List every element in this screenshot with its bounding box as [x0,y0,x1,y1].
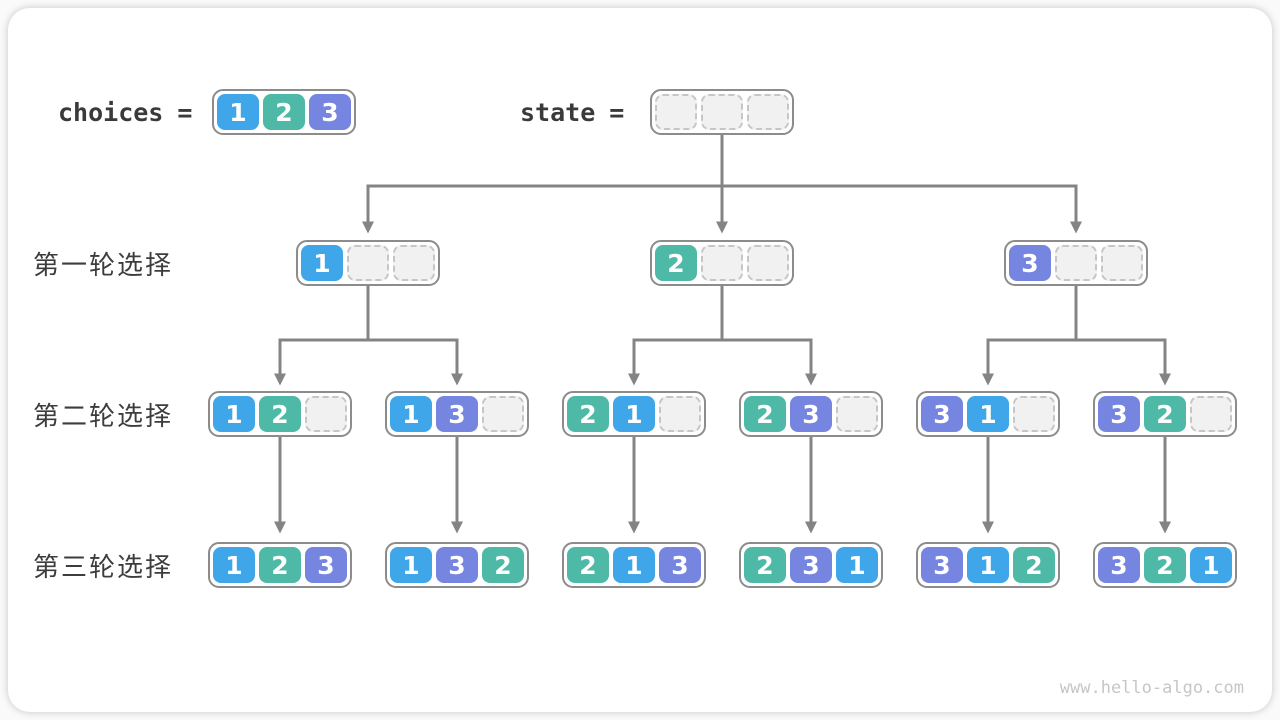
value-slot: 1 [613,396,655,432]
value-slot: 1 [613,547,655,583]
value-slot: 3 [1098,547,1140,583]
value-slot: 1 [301,245,343,281]
round-2-label: 第二轮选择 [33,400,174,431]
value-slot: 2 [1144,547,1186,583]
value-slot: 2 [744,396,786,432]
value-slot: 3 [436,396,478,432]
choices-caption: choices = [58,89,192,135]
watermark: www.hello-algo.com [1059,678,1244,698]
value-slot: 3 [790,547,832,583]
empty-slot [655,94,697,130]
empty-slot [747,245,789,281]
value-slot: 3 [309,94,351,130]
value-slot: 1 [967,547,1009,583]
figure-card [8,8,1272,712]
value-slot: 2 [567,547,609,583]
value-slot: 1 [390,396,432,432]
value-slot: 2 [1144,396,1186,432]
value-slot: 3 [1009,245,1051,281]
choices-label: choices [58,97,164,127]
round-1-label: 第一轮选择 [33,249,174,280]
empty-slot [1013,396,1055,432]
empty-slot [836,396,878,432]
value-slot: 1 [836,547,878,583]
value-slot: 3 [436,547,478,583]
empty-slot [747,94,789,130]
empty-slot [305,396,347,432]
value-slot: 3 [1098,396,1140,432]
empty-slot [347,245,389,281]
empty-slot [701,94,743,130]
array-node: 1 [296,240,440,286]
array-node: 2 [650,240,794,286]
empty-slot [659,396,701,432]
value-slot: 2 [744,547,786,583]
value-slot: 3 [790,396,832,432]
value-slot: 3 [921,396,963,432]
value-slot: 2 [263,94,305,130]
value-slot: 2 [259,396,301,432]
empty-slot [1101,245,1143,281]
value-slot: 1 [213,547,255,583]
equals-icon: = [609,97,625,127]
empty-slot [701,245,743,281]
value-slot: 1 [1190,547,1232,583]
array-node: 3 [1004,240,1148,286]
value-slot: 2 [259,547,301,583]
value-slot: 3 [305,547,347,583]
value-slot: 1 [217,94,259,130]
state-caption: state = [520,89,624,135]
empty-slot [393,245,435,281]
value-slot: 1 [213,396,255,432]
value-slot: 2 [655,245,697,281]
value-slot: 3 [659,547,701,583]
state-array [650,89,794,135]
state-label: state [520,97,596,127]
empty-slot [482,396,524,432]
value-slot: 2 [567,396,609,432]
empty-slot [1055,245,1097,281]
empty-slot [1190,396,1232,432]
value-slot: 3 [921,547,963,583]
value-slot: 2 [1013,547,1055,583]
value-slot: 1 [390,547,432,583]
equals-icon: = [177,97,193,127]
round-3-label: 第三轮选择 [33,551,174,582]
value-slot: 1 [967,396,1009,432]
value-slot: 2 [482,547,524,583]
